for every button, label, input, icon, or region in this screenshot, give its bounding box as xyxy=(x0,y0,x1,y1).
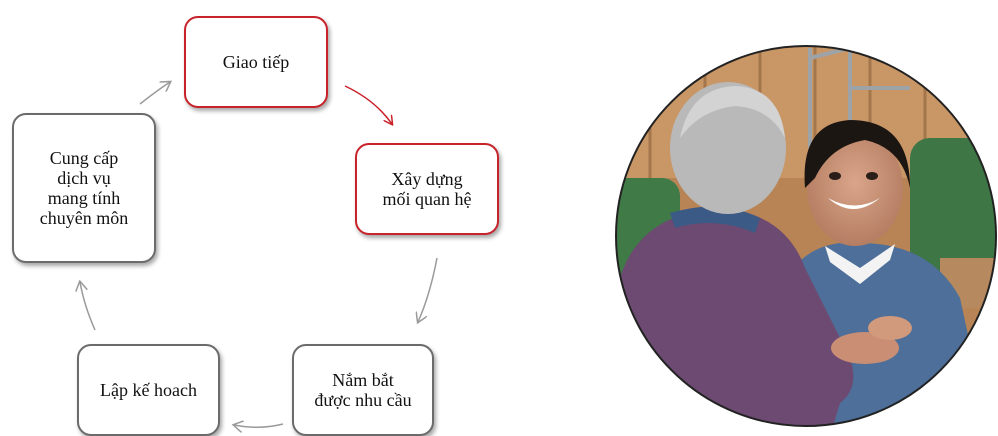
step-label: Xây dựng mối quan hệ xyxy=(382,169,472,209)
step-cung-cap-dich-vu: Cung cấp dịch vụ mang tính chuyên môn xyxy=(12,113,156,263)
step-label: Nắm bắt được nhu cầu xyxy=(314,370,412,410)
arrow-5-to-1 xyxy=(139,82,170,105)
caregiver-with-elderly-woman-photo xyxy=(615,45,997,427)
arrow-3-to-4 xyxy=(234,424,284,427)
step-xay-dung-moi-quan-he: Xây dựng mối quan hệ xyxy=(355,143,499,235)
step-lap-ke-hoach: Lập kế hoach xyxy=(77,344,220,436)
step-label: Giao tiếp xyxy=(222,52,290,72)
arrow-1-to-2 xyxy=(344,85,392,124)
arrow-4-to-5 xyxy=(80,282,96,331)
step-giao-tiep: Giao tiếp xyxy=(184,16,328,108)
cycle-arrows xyxy=(0,0,438,436)
arrow-2-to-3 xyxy=(418,257,438,322)
step-label: Lập kế hoach xyxy=(100,380,197,400)
step-nam-bat-nhu-cau: Nắm bắt được nhu cầu xyxy=(292,344,434,436)
step-label: Cung cấp dịch vụ mang tính chuyên môn xyxy=(39,148,129,228)
